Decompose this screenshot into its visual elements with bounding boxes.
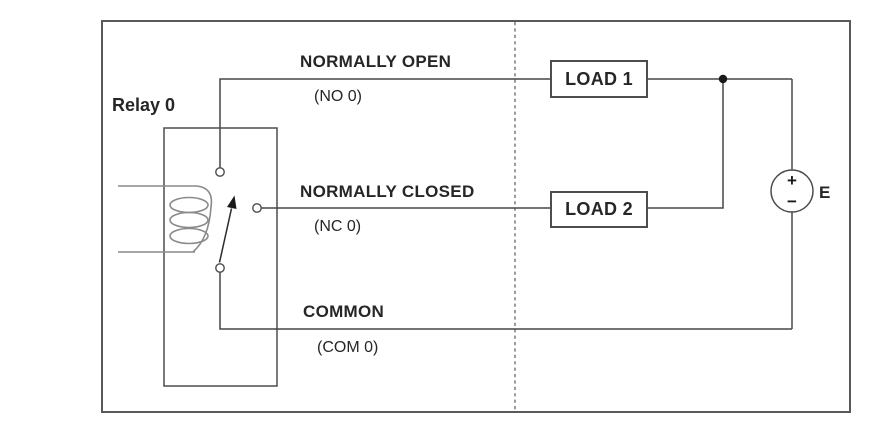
load1-label: LOAD 1: [565, 68, 633, 89]
coil-loop-1: [169, 196, 209, 214]
coil-loop-3: [169, 227, 209, 245]
voltage-source-circle: [770, 169, 814, 213]
nc-code-label: (NC 0): [314, 218, 362, 235]
relay-title: Relay 0: [112, 95, 176, 115]
load2-label: LOAD 2: [565, 199, 633, 219]
source-minus-sign: −: [787, 192, 797, 211]
switch-armature: [218, 208, 233, 263]
load2-box: LOAD 2: [550, 191, 648, 228]
no-code-label: (NO 0): [314, 88, 362, 105]
coil-loop-2: [169, 211, 209, 229]
normally-closed-label: NORMALLY CLOSED: [300, 182, 475, 201]
source-label: E: [819, 183, 831, 202]
no-terminal: [215, 167, 225, 177]
wire-load2-to-junction: [647, 79, 724, 209]
normally-open-label: NORMALLY OPEN: [300, 52, 452, 71]
com-terminal: [215, 263, 225, 273]
junction-dot: [718, 74, 728, 84]
nc-terminal: [252, 203, 262, 213]
wire-no-to-load1: [219, 78, 550, 168]
load1-box: LOAD 1: [550, 60, 648, 98]
source-plus-sign: +: [787, 171, 797, 190]
com-code-label: (COM 0): [317, 339, 379, 356]
common-label: COMMON: [303, 302, 385, 321]
outer-border: [101, 20, 851, 413]
switch-arrowhead: [227, 195, 237, 209]
wire-common: [219, 272, 792, 330]
